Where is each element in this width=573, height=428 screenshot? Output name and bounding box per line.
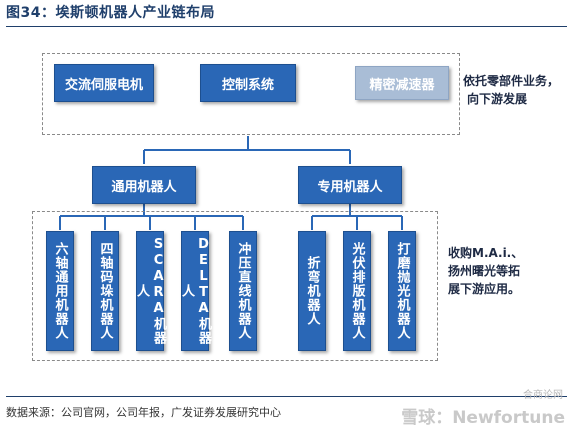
robot-scara: SCARA机器人 [134,231,166,351]
robots-group [32,211,438,361]
robots-note: 收购M.A.i.、 扬州曙光等拓 展下游应用。 [448,246,524,296]
components-note: 依托零部件业务， 向下游发展 [463,74,560,106]
figure-title: 图34：埃斯顿机器人产业链布局 [6,5,215,21]
special-robot-box: 专用机器人 [298,166,402,204]
general-robot-box: 通用机器人 [92,166,196,204]
robot-stamping: 冲压直线机器人 [229,231,257,351]
footer-rule [6,396,567,397]
robot-bending: 折弯机器人 [298,231,326,351]
watermark-top: 合商论网 [523,390,563,401]
source-note: 数据来源：公司官网，公司年报，广发证券发展研究中心 [6,406,281,419]
robot-delta: DELTA机器人 [179,231,211,351]
title-rule [6,26,567,27]
precision-reducer-box: 精密减速器 [355,66,449,100]
robot-four-axis: 四轴码垛机器人 [91,231,119,351]
robot-photovoltaic: 光伏排版机器人 [343,231,371,351]
robot-polishing: 打磨抛光机器人 [388,231,416,351]
components-group [42,53,460,135]
watermark: 雪球：Newfortune [401,408,565,428]
control-system-box: 控制系统 [200,64,296,102]
robot-six-axis: 六轴通用机器人 [46,231,74,351]
servo-motor-box: 交流伺服电机 [54,64,154,102]
